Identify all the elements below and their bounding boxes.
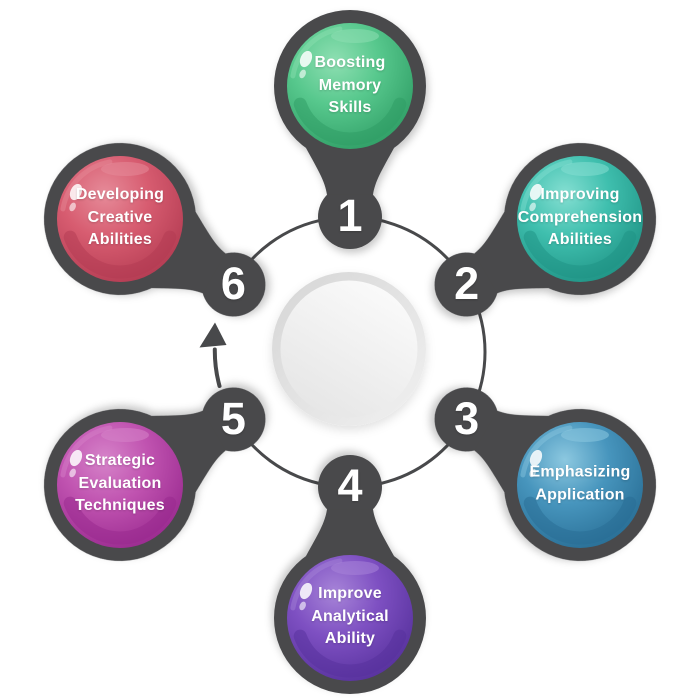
step-6-badge — [201, 252, 266, 317]
gloss-sparkle-icon — [299, 582, 313, 611]
label-line: Boosting — [314, 53, 386, 71]
node-1-sphere — [287, 23, 413, 149]
label-line: Ability — [324, 630, 376, 648]
gloss-sparkle-icon — [529, 449, 543, 478]
step-node-4 — [274, 455, 426, 694]
label-line: Abilities — [547, 231, 613, 249]
label-line: Developing — [75, 185, 165, 203]
gloss-sparkle-icon — [529, 183, 543, 212]
node-2-sphere — [517, 156, 643, 282]
step-number-4: 4 — [337, 459, 363, 511]
step-number-6: 6 — [220, 257, 246, 309]
step-number-1: 1 — [337, 189, 363, 241]
label-line: Evaluation — [78, 474, 162, 492]
node-5-sphere — [57, 422, 183, 548]
label-line: Abilities — [87, 231, 153, 249]
node-2-label: Improving Comprehension Abilities — [505, 184, 655, 252]
step-4-badge — [318, 455, 382, 519]
label-line: Improve — [318, 584, 382, 602]
step-2-badge — [434, 252, 499, 317]
label-line: Skills — [328, 99, 372, 117]
step-number-3: 3 — [454, 392, 480, 444]
label-line: Emphasizing — [529, 463, 631, 481]
node-5-label: Strategic Evaluation Techniques — [45, 450, 195, 518]
step-node-3 — [434, 387, 656, 561]
label-line: Application — [535, 486, 625, 503]
label-line: Memory — [318, 76, 382, 94]
gloss-sparkle-icon — [69, 183, 83, 212]
label-line: Improving — [540, 185, 620, 203]
node-1-label: Boosting Memory Skills — [275, 52, 425, 120]
step-node-1 — [274, 10, 426, 249]
node-4-sphere — [287, 555, 413, 681]
flow-arrow-icon — [199, 322, 227, 388]
label-line: Creative — [87, 208, 153, 226]
step-1-badge — [318, 185, 382, 249]
center-circle — [272, 272, 426, 426]
step-node-2 — [434, 143, 656, 317]
node-6-label: Developing Creative Abilities — [45, 184, 195, 252]
node-3-sphere — [517, 422, 643, 548]
gloss-sparkle-icon — [299, 50, 313, 79]
step-number-2: 2 — [454, 257, 480, 309]
node-4-label: Improve Analytical Ability — [275, 583, 425, 651]
step-3-badge — [434, 387, 499, 452]
step-node-6 — [43, 143, 266, 317]
label-line: Strategic — [84, 451, 156, 469]
node-6-sphere — [57, 156, 183, 282]
step-node-5 — [43, 387, 266, 561]
step-5-badge — [201, 387, 266, 452]
label-line: Comprehension — [517, 208, 643, 226]
label-line: Techniques — [75, 497, 165, 515]
step-number-5: 5 — [220, 392, 246, 444]
gloss-sparkle-icon — [69, 449, 83, 478]
node-3-label: Emphasizing Application — [505, 461, 655, 506]
label-line: Analytical — [311, 607, 389, 625]
